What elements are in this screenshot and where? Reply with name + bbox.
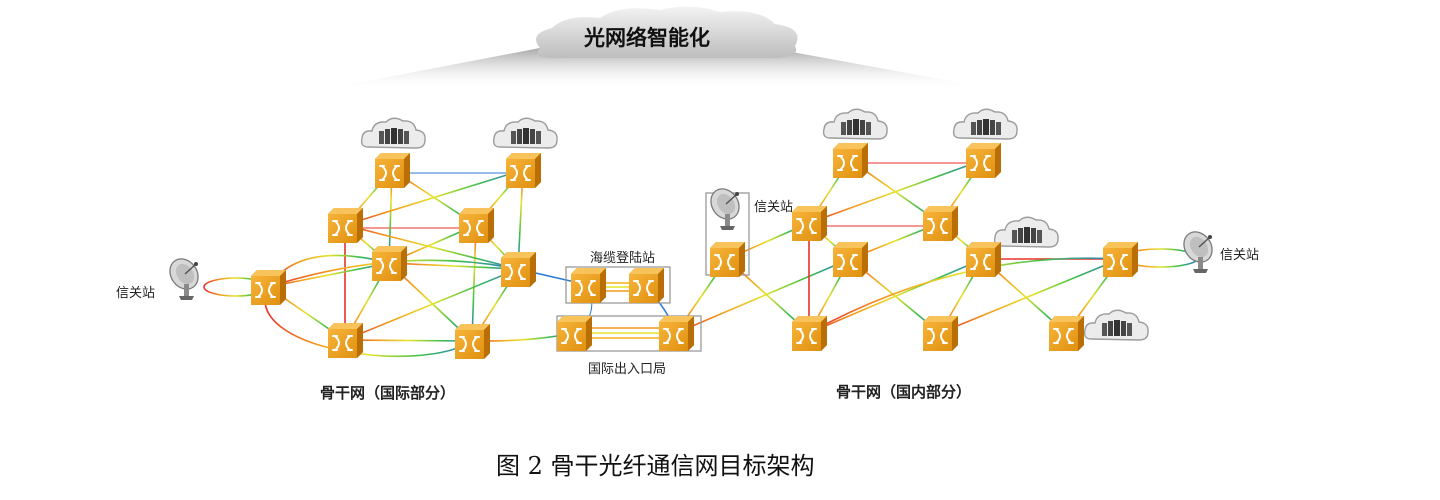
international-gateway-label: 国际出入口局 bbox=[588, 362, 667, 377]
optical-switch-icon bbox=[832, 142, 869, 179]
optical-switch-icon bbox=[1102, 241, 1139, 278]
optical-switch-icon bbox=[965, 142, 1002, 179]
optical-switch-icon bbox=[556, 315, 593, 352]
cloud-server-icon bbox=[952, 108, 1018, 140]
cloud-server-icon bbox=[492, 117, 558, 149]
nodes bbox=[250, 142, 1139, 360]
optical-switch-icon bbox=[327, 322, 364, 359]
optical-switch-icon bbox=[327, 207, 364, 244]
gateway-left-label: 信关站 bbox=[116, 286, 156, 301]
optical-switch-icon bbox=[374, 152, 411, 189]
cloud-server-icon bbox=[993, 216, 1059, 248]
optical-switch-icon bbox=[458, 207, 495, 244]
optical-switch-icon bbox=[658, 315, 695, 352]
optical-switch-icon bbox=[250, 269, 287, 306]
satellite-dish-icon bbox=[704, 182, 746, 231]
cloud-server-icon bbox=[1083, 309, 1149, 341]
optical-switch-icon bbox=[505, 152, 542, 189]
backbone-domestic-label: 骨干网（国内部分） bbox=[836, 383, 972, 401]
optical-switch-icon bbox=[500, 251, 537, 288]
haze-beam bbox=[320, 48, 1000, 90]
cloud-server-icon bbox=[360, 117, 426, 149]
dishes bbox=[163, 182, 1219, 301]
submarine-landing-box bbox=[565, 266, 671, 304]
top-cloud-shape bbox=[536, 6, 798, 59]
optical-switch-icon bbox=[791, 315, 828, 352]
satellite-dish-icon bbox=[163, 252, 205, 301]
optical-switch-icon bbox=[791, 205, 828, 242]
top-title: 光网络智能化 bbox=[584, 26, 710, 50]
satellite-dish-icon bbox=[1177, 225, 1219, 274]
optical-switch-icon bbox=[1048, 315, 1085, 352]
optical-switch-icon bbox=[371, 245, 408, 282]
optical-switch-icon bbox=[832, 241, 869, 278]
backbone-international-label: 骨干网（国际部分） bbox=[320, 384, 456, 402]
gateway-mid-label: 信关站 bbox=[754, 200, 794, 215]
optical-switch-icon bbox=[965, 241, 1002, 278]
optical-switch-icon bbox=[628, 267, 665, 304]
optical-switch-icon bbox=[922, 205, 959, 242]
optical-switch-icon bbox=[709, 241, 746, 278]
optical-switch-icon bbox=[922, 315, 959, 352]
figure-caption: 图 2 骨干光纤通信网目标架构 bbox=[496, 452, 815, 480]
top-banner bbox=[320, 6, 1000, 90]
cloud-server-icon bbox=[822, 108, 888, 140]
optical-switch-icon bbox=[454, 323, 491, 360]
gateway-right-label: 信关站 bbox=[1220, 248, 1260, 263]
optical-switch-icon bbox=[570, 267, 607, 304]
submarine-landing-label: 海缆登陆站 bbox=[590, 251, 656, 266]
